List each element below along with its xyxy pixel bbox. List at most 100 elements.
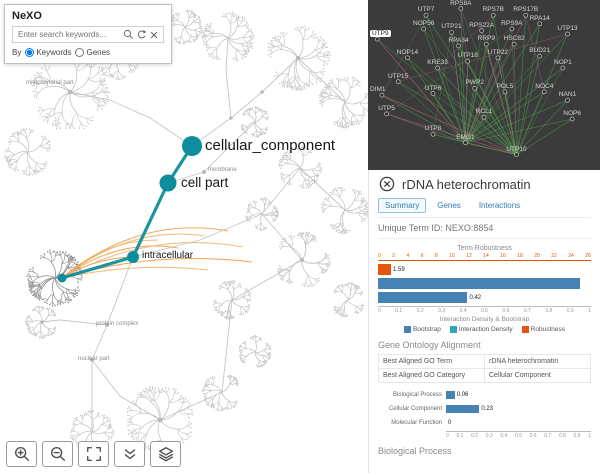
gene-label-nop1[interactable]: NOP1 (554, 59, 572, 66)
gene-node-utp22[interactable] (495, 55, 501, 61)
gene-node-rps8a[interactable] (458, 6, 464, 11)
gene-label-utp5[interactable]: UTP5 (378, 104, 395, 112)
gene-node-rps7b[interactable] (490, 12, 496, 18)
gene-label-rps22a[interactable]: RPS22A (469, 21, 495, 29)
gene-node-rps9a[interactable] (509, 26, 515, 32)
gene-node-utp15[interactable] (395, 79, 401, 84)
gene-node-pol5[interactable] (502, 89, 508, 95)
reset-button[interactable] (135, 29, 148, 40)
gene-node-rrp9[interactable] (483, 41, 489, 47)
gene-label-rpa14[interactable]: RPA14 (529, 14, 550, 22)
gene-label-utp6[interactable]: UTP6 (424, 84, 442, 92)
term-node-cellular-component[interactable] (182, 136, 202, 156)
gene-label-utp21[interactable]: UTP21 (441, 23, 462, 31)
search-mode-keywords[interactable]: Keywords (25, 48, 71, 57)
gene-label-rrp9[interactable]: RRP9 (477, 35, 495, 43)
node-label-cellular-component[interactable]: cellular_component (205, 137, 336, 154)
gene-label-rps9a[interactable]: RPS9A (501, 19, 523, 27)
gene-label-utp10[interactable]: UTP10 (506, 145, 527, 153)
unique-term-id: Unique Term ID: NEXO:8854 (378, 223, 591, 239)
gene-node-hsc82[interactable] (511, 41, 517, 47)
gene-node-nan1[interactable] (565, 97, 570, 103)
node-label-protein-complex[interactable]: protein complex (96, 321, 139, 327)
gene-label-dim1[interactable]: DIM1 (370, 86, 386, 94)
gene-node-utp21[interactable] (449, 29, 454, 35)
node-label-mitochondrial-part[interactable]: mitochondrial part (26, 80, 74, 86)
gene-label-nop56[interactable]: NOP56 (413, 19, 435, 27)
gene-node-utp8[interactable] (430, 131, 436, 137)
collapse-button[interactable] (114, 441, 145, 467)
gene-label-emg1[interactable]: EMG1 (456, 133, 475, 141)
genes-radio[interactable] (75, 48, 85, 57)
gene-node-noc4[interactable] (541, 89, 547, 95)
node-label-nuclear-part[interactable]: nuclear part (78, 356, 110, 362)
node-label-membrane[interactable]: membrane (208, 167, 237, 173)
tab-interactions[interactable]: Interactions (478, 201, 521, 210)
term-node-cell-part[interactable] (159, 174, 177, 192)
gene-label-pol5[interactable]: POL5 (496, 82, 514, 90)
gene-node-bud21[interactable] (537, 53, 543, 59)
keywords-radio[interactable] (25, 48, 35, 57)
gene-node-nop56[interactable] (421, 26, 427, 32)
gene-node-emg1[interactable] (463, 140, 468, 146)
term-id-value: NEXO:8854 (445, 223, 494, 233)
gene-label-nop14[interactable]: NOP14 (396, 48, 419, 56)
layers-button[interactable] (150, 441, 181, 467)
gene-label-bud21[interactable]: BUD21 (529, 47, 551, 55)
gene-node-utp6[interactable] (430, 91, 436, 96)
gene-label-utp13[interactable]: UTP13 (557, 25, 578, 32)
gene-label-rps7b[interactable]: RPS7B (482, 6, 504, 14)
gene-label-kre33[interactable]: KRE33 (427, 59, 448, 66)
gene-node-pwp2[interactable] (472, 86, 478, 91)
gene-label-nan1[interactable]: NAN1 (558, 91, 577, 99)
term-node-intracellular[interactable] (127, 251, 139, 263)
gene-node-nop14[interactable] (405, 55, 410, 61)
gene-label-utp9[interactable]: UTP9 (370, 30, 391, 38)
gene-label-utp22[interactable]: UTP22 (487, 48, 509, 56)
gene-node-rcl1[interactable] (481, 114, 487, 120)
gene-label-utp18[interactable]: UTP18 (457, 52, 478, 60)
gene-node-rps17b[interactable] (523, 12, 529, 18)
gene-label-utp8[interactable]: UTP8 (424, 125, 442, 133)
gene-node-utp13[interactable] (565, 31, 570, 37)
tab-summary[interactable]: Summary (378, 198, 427, 213)
gene-label-utp15[interactable]: UTP15 (388, 72, 409, 80)
gene-node-utp10[interactable] (514, 152, 519, 158)
gene-node-rpa14[interactable] (537, 21, 543, 27)
gene-label-noc4[interactable]: NOC4 (535, 82, 554, 90)
gene-label-pwp2[interactable]: PWP2 (465, 79, 484, 87)
gene-node-rps22a[interactable] (479, 28, 485, 33)
clear-search-button[interactable] (148, 30, 160, 40)
gene-label-rcl1[interactable]: RCL1 (475, 108, 493, 116)
gene-label-rps17b[interactable]: RPS17B (513, 6, 539, 14)
gene-node-utp7[interactable] (423, 12, 429, 18)
node-label-cell-part[interactable]: cell part (181, 175, 229, 190)
search-mode-genes[interactable]: Genes (75, 48, 110, 57)
ontology-canvas[interactable]: cellular_component cell part intracellul… (0, 0, 368, 473)
fit-view-button[interactable] (78, 441, 109, 467)
gene-node-utp18[interactable] (465, 58, 471, 64)
gene-label-rps8a[interactable]: RPS8A (450, 0, 472, 7)
search-button[interactable] (122, 29, 135, 40)
collapse-icon (124, 449, 135, 460)
gene-label-hsc82[interactable]: HSC82 (503, 35, 525, 43)
tab-genes[interactable]: Genes (437, 201, 461, 210)
search-input[interactable] (16, 29, 122, 40)
gene-node-rpa34[interactable] (456, 43, 461, 49)
close-panel-button[interactable] (378, 176, 396, 192)
zoom-in-button[interactable] (6, 441, 37, 467)
detail-tabs: Summary Genes Interactions (378, 198, 591, 218)
gene-node-nop6[interactable] (569, 116, 575, 122)
zoom-out-button[interactable] (42, 441, 73, 467)
gene-node-nop1[interactable] (560, 65, 566, 71)
term-node-aligned-cluster[interactable] (57, 273, 67, 283)
gene-label-rpa34[interactable]: RPA34 (448, 36, 469, 44)
gene-node-kre33[interactable] (435, 65, 440, 71)
gene-node-dim1[interactable] (379, 92, 385, 98)
node-label-intracellular[interactable]: intracellular (142, 250, 194, 261)
gene-node-utp9[interactable] (374, 36, 380, 42)
gene-label-utp7[interactable]: UTP7 (417, 6, 435, 14)
gene-node-utp5[interactable] (384, 111, 389, 117)
gene-label-nop6[interactable]: NOP6 (563, 110, 582, 117)
